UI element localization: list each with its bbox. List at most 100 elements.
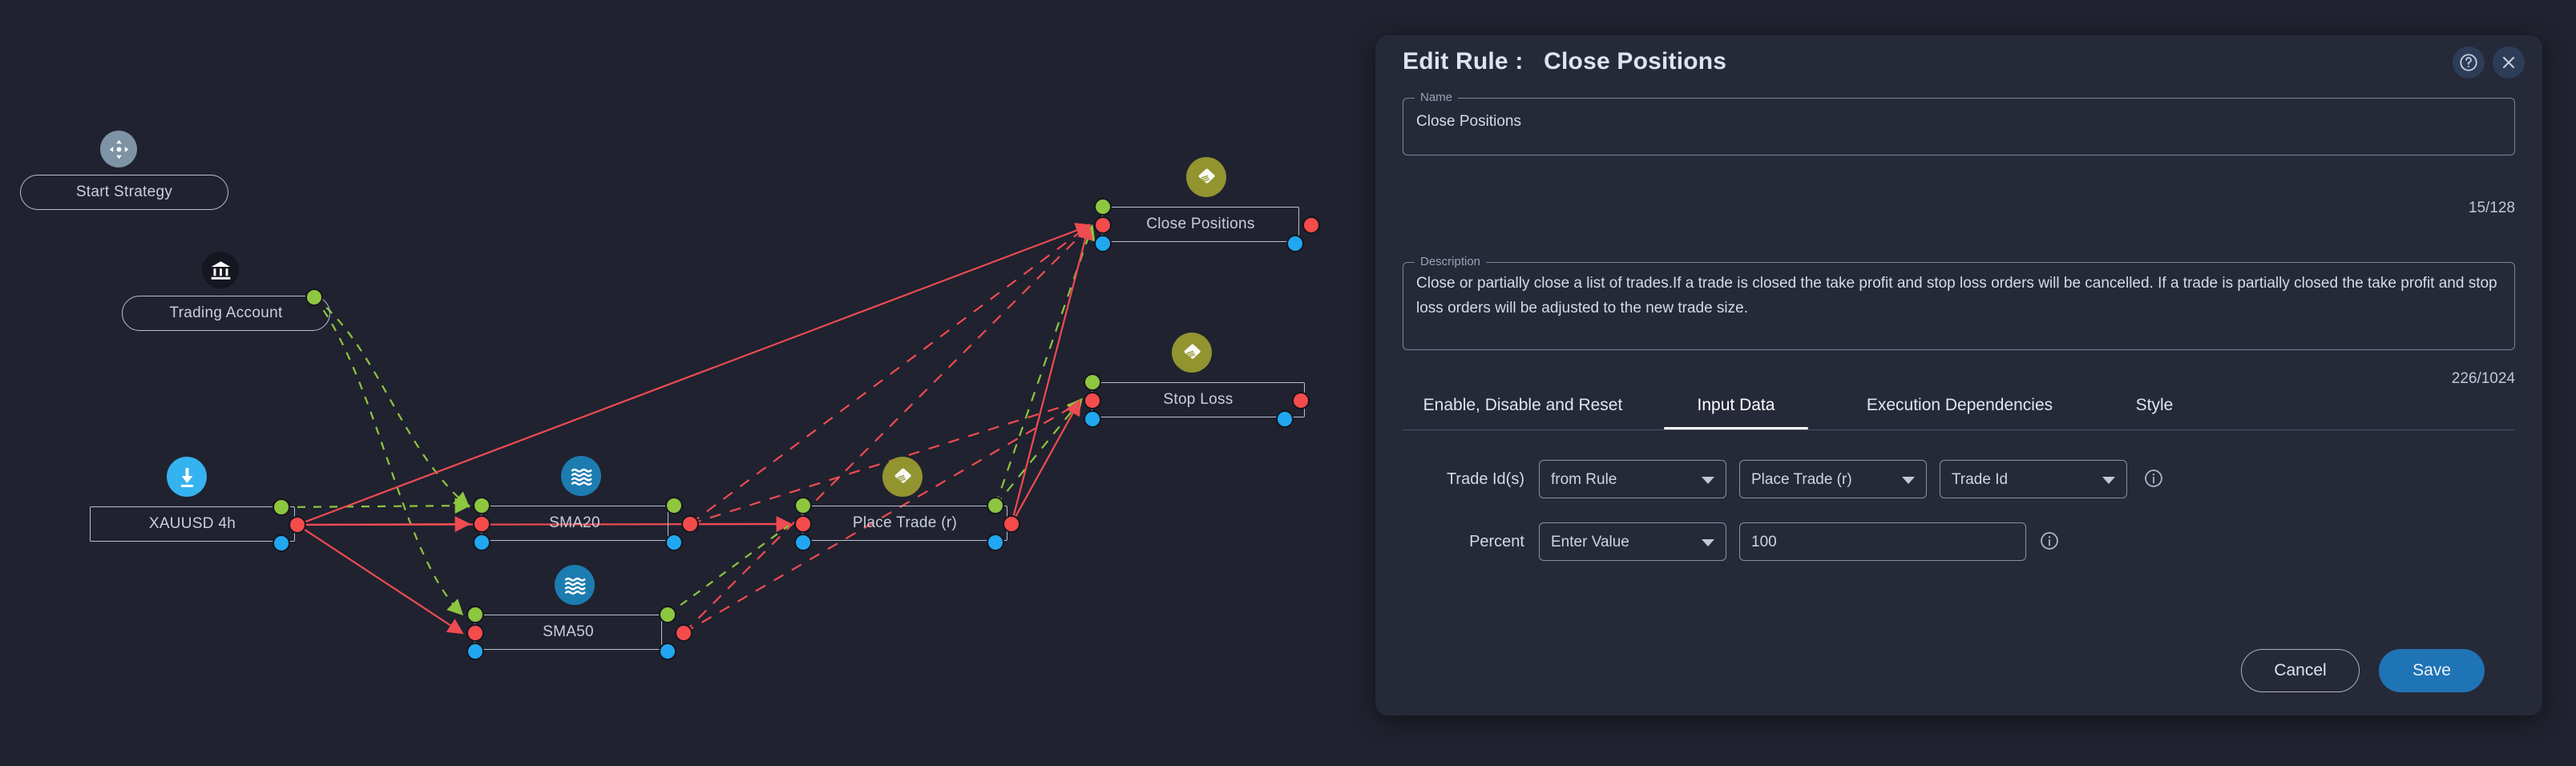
connector-dot-blue[interactable] [659,643,676,660]
connector-dot-red[interactable] [794,515,812,533]
tab-enable-disable-and-reset[interactable]: Enable, Disable and Reset [1423,396,1623,414]
node-body-place-trade[interactable]: Place Trade (r) [802,506,1007,541]
connector-dot-green[interactable] [665,497,683,514]
form-label-trade-id-s: Trade Id(s) [1446,470,1524,488]
connector-dot-red[interactable] [1292,392,1310,409]
connector-dot-blue[interactable] [1276,410,1294,428]
connector-dot-red[interactable] [1084,392,1101,409]
connector-dot-blue[interactable] [273,534,290,552]
chevron-down-icon[interactable] [1702,477,1714,484]
name-field-legend: Name [1415,90,1459,106]
description-field[interactable]: Description Close or partially close a l… [1403,254,2515,350]
tabs-divider [1403,429,2515,430]
node-label-start-strategy: Start Strategy [75,183,173,200]
handshake-icon[interactable] [1186,157,1226,197]
connector-dot-blue[interactable] [1094,235,1112,252]
trade-id-rule-select-value: Place Trade (r) [1751,471,1852,488]
chevron-down-icon[interactable] [1702,539,1714,546]
bank-icon[interactable] [202,252,239,288]
trade-id-field-select[interactable]: Trade Id [1940,460,2127,498]
connector-dot-green[interactable] [473,497,491,514]
move-arrows-icon[interactable] [100,131,137,167]
connector-dot-blue[interactable] [466,643,484,660]
connector-dot-red[interactable] [1094,216,1112,234]
handshake-icon[interactable] [882,457,923,497]
description-field-legend: Description [1415,254,1487,270]
connector-dot-blue[interactable] [473,534,491,551]
node-label-xauusd-4h: XAUUSD 4h [148,515,236,532]
edit-rule-panel: Edit Rule : Close Positions Name Close P… [1375,35,2542,716]
node-label-sma50: SMA50 [543,623,594,640]
connector-dot-blue[interactable] [1286,235,1304,252]
connector-dot-blue[interactable] [987,534,1004,551]
connector-dot-red[interactable] [1003,515,1020,533]
connector-dot-red[interactable] [466,624,484,642]
strategy-flow-canvas[interactable]: Start Strategy Trading Account XAUUSD 4h… [0,0,1375,766]
connector-dot-green[interactable] [466,606,484,623]
trade-id-source-select-value: from Rule [1551,471,1617,488]
info-icon[interactable] [2039,530,2060,551]
panel-title-name: Close Positions [1544,48,1727,75]
info-icon[interactable] [2143,468,2164,489]
panel-header: Edit Rule : Close Positions [1375,35,2542,88]
connector-dot-blue[interactable] [794,534,812,551]
trade-id-field-select-value: Trade Id [1952,471,2009,488]
cancel-button[interactable]: Cancel [2241,649,2360,692]
waves-icon[interactable] [561,456,601,496]
panel-title-prefix: Edit Rule : [1403,48,1524,75]
node-label-sma20: SMA20 [549,514,600,531]
tab-execution-dependencies[interactable]: Execution Dependencies [1866,396,2053,414]
connector-dot-green[interactable] [273,498,290,516]
node-label-close-positions: Close Positions [1146,216,1255,232]
name-field-value: Close Positions [1416,113,1521,130]
connector-dot-green[interactable] [659,606,676,623]
download-icon[interactable] [167,457,207,497]
trade-id-rule-select[interactable]: Place Trade (r) [1739,460,1927,498]
connector-dot-red[interactable] [681,515,699,533]
active-tab-underline [1664,427,1808,429]
tab-style[interactable]: Style [2135,396,2174,414]
help-circle-icon[interactable] [2453,46,2485,79]
name-counter: 15/128 [2468,200,2515,216]
save-button[interactable]: Save [2379,649,2485,692]
node-body-close-positions[interactable]: Close Positions [1102,207,1299,242]
name-field[interactable]: Name Close Positions [1403,90,2515,155]
connector-dot-green[interactable] [305,288,323,306]
description-counter: 226/1024 [2451,370,2515,387]
connector-dot-green[interactable] [1084,373,1101,391]
page-title: Edit Rule : Close Positions [1403,48,1726,75]
connector-dot-red[interactable] [289,516,306,534]
connector-dot-red[interactable] [675,624,692,642]
percent-value-input[interactable]: 100 [1739,522,2026,561]
node-label-stop-loss: Stop Loss [1163,391,1233,408]
percent-value-input-value: 100 [1751,534,1777,550]
node-label-trading-account: Trading Account [169,304,283,321]
node-body-xauusd-4h[interactable]: XAUUSD 4h [90,506,295,542]
node-body-stop-loss[interactable]: Stop Loss [1092,382,1305,417]
connector-dot-green[interactable] [794,497,812,514]
connector-dot-red[interactable] [1302,216,1320,234]
trade-id-source-select[interactable]: from Rule [1539,460,1726,498]
connector-dot-red[interactable] [473,515,491,533]
connector-dot-green[interactable] [1094,198,1112,216]
connector-dot-green[interactable] [987,497,1004,514]
panel-tabs[interactable]: Enable, Disable and Reset Input Data Execu… [1403,388,2515,429]
chevron-down-icon[interactable] [1902,477,1915,484]
connector-dot-blue[interactable] [665,534,683,551]
percent-mode-select[interactable]: Enter Value [1539,522,1726,561]
chevron-down-icon[interactable] [2102,477,2115,484]
percent-mode-select-value: Enter Value [1551,534,1629,550]
close-icon[interactable] [2493,46,2525,79]
waves-icon[interactable] [555,565,595,605]
handshake-icon[interactable] [1172,333,1212,373]
tab-input-data[interactable]: Input Data [1697,396,1775,414]
flow-edges [281,223,1096,635]
node-body-sma50[interactable]: SMA50 [474,615,662,650]
node-body-start-strategy[interactable]: Start Strategy [20,175,228,210]
description-field-value: Close or partially close a list of trade… [1416,275,2497,316]
node-body-sma20[interactable]: SMA20 [481,506,668,541]
node-label-place-trade: Place Trade (r) [852,514,958,531]
form-label-percent: Percent [1469,533,1524,550]
node-body-trading-account[interactable]: Trading Account [122,296,330,331]
connector-dot-blue[interactable] [1084,410,1101,428]
